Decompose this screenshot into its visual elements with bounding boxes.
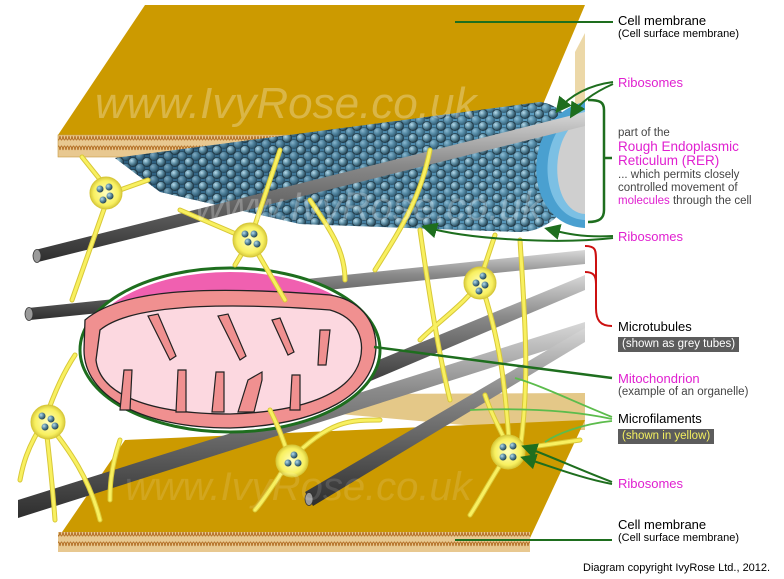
rer-name-line1: Rough Endoplasmic — [618, 139, 739, 155]
pointer-microfilaments-1 — [514, 377, 613, 418]
pointer-ribosomes-mid-2 — [421, 222, 614, 242]
label-note-badge: (shown as grey tubes) — [618, 337, 740, 352]
label-ribosomes-mid: Ribosomes — [618, 229, 684, 244]
ribosome-cluster — [275, 444, 309, 478]
watermark-top: www.IvyRose.co.uk — [95, 79, 478, 128]
label-microfilaments: Microfilaments (shown in yellow) — [618, 411, 715, 444]
watermark-bottom: www.IvyRose.co.uk — [125, 465, 474, 509]
label-title: Cell membrane — [618, 13, 707, 28]
label-title: Microfilaments — [618, 411, 702, 426]
label-cell-membrane-top: Cell membrane (Cell surface membrane) — [618, 13, 740, 41]
microtubules-bracket — [584, 245, 613, 327]
rer-desc-tail: through the cell — [669, 195, 752, 207]
label-rer: part of the Rough Endoplasmic Reticulum … — [618, 127, 752, 208]
rer-highlight-molecules: molecules — [618, 195, 670, 207]
microtubule — [330, 275, 585, 394]
rer-desc-line2: controlled movement of — [618, 181, 738, 194]
watermark-middle: www.IvyRose.co.uk — [195, 185, 544, 229]
ribosome-cluster — [89, 176, 123, 210]
pointer-ribosomes-bottom-1 — [521, 443, 613, 483]
label-mitochondrion: Mitochondrion (example of an organelle) — [618, 371, 749, 399]
pointer-lines — [373, 21, 614, 541]
label-note-badge: (shown in yellow) — [618, 429, 715, 444]
label-title: Microtubules — [618, 319, 692, 334]
microtubule — [304, 328, 585, 506]
label-title: Mitochondrion — [618, 371, 700, 386]
pointer-ribosomes-top-2 — [569, 83, 614, 119]
rer-intro: part of the — [618, 127, 670, 139]
ribosome-cluster — [490, 434, 526, 470]
microtubule — [32, 112, 585, 263]
label-subtitle: (Cell surface membrane) — [618, 28, 740, 41]
rer-desc-line1: ... which permits closely — [618, 168, 740, 181]
label-subtitle: (example of an organelle) — [618, 386, 749, 399]
label-ribosomes-bottom: Ribosomes — [618, 476, 684, 491]
label-title: Cell membrane — [618, 517, 707, 532]
label-ribosomes-top: Ribosomes — [618, 75, 684, 90]
ribosome-cluster — [463, 266, 497, 300]
free-ribosome-clusters — [30, 176, 526, 478]
pointer-ribosomes-mid-1 — [544, 224, 614, 240]
rough-endoplasmic-reticulum — [115, 102, 585, 232]
label-subtitle: (Cell surface membrane) — [618, 532, 740, 545]
label-cell-membrane-bottom: Cell membrane (Cell surface membrane) — [618, 517, 740, 545]
rer-name-line2: Reticulum (RER) — [618, 153, 720, 169]
rer-desc-line3: molecules through the cell — [618, 195, 752, 208]
pointer-microfilaments-2 — [469, 408, 613, 420]
ribosome-cluster — [30, 404, 66, 440]
pointer-ribosomes-top-1 — [555, 81, 614, 114]
pointer-microfilaments-3 — [544, 420, 613, 443]
rer-bracket — [587, 98, 612, 224]
mitochondrion — [78, 266, 382, 434]
pointer-mitochondrion — [373, 345, 613, 380]
ribosome-cluster — [232, 222, 268, 258]
copyright-notice: Diagram copyright IvyRose Ltd., 2012. — [583, 562, 771, 574]
label-microtubules: Microtubules (shown as grey tubes) — [618, 319, 740, 352]
pointer-ribosomes-bottom-2 — [520, 453, 613, 485]
